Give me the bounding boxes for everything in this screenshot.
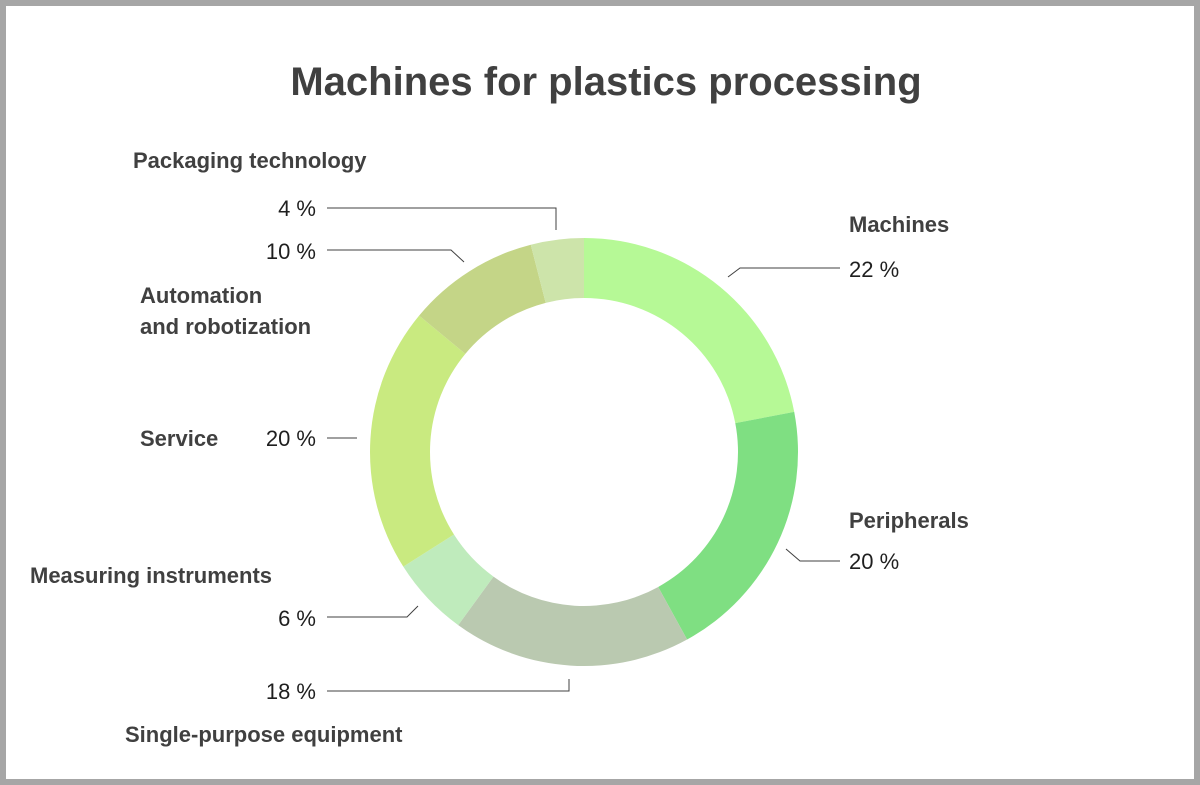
slice-name-peripherals: Peripherals [849,508,969,533]
slice-value-machines: 22 % [849,257,899,282]
slice-measuring-instruments [403,534,494,626]
slice-service [369,315,466,567]
slice-name-single-purpose-equipment: Single-purpose equipment [125,722,403,747]
chart-title: Machines for plastics processing [290,60,922,104]
slice-name-packaging-technology: Packaging technology [133,148,367,173]
slice-single-purpose-equipment [458,576,688,666]
slice-name-measuring-instruments: Measuring instruments [30,563,272,588]
slice-value-automation-and-robotization: 10 % [266,239,316,264]
leader-line-measuring-instruments [327,605,419,618]
slice-machines [584,238,795,424]
leader-line-packaging-technology [327,207,557,230]
leader-line-peripherals [785,548,840,562]
leader-lines [327,207,840,692]
slice-labels: Machines 22 % Peripherals 20 % Single-purpos… [30,148,969,747]
slice-value-peripherals: 20 % [849,549,899,574]
leader-line-automation-and-robotization [327,249,465,263]
donut-slices [369,238,798,666]
slice-automation-and-robotization [419,244,546,354]
slice-peripherals [658,411,798,640]
slice-name-machines: Machines [849,212,949,237]
leader-line-machines [727,267,840,278]
leader-line-single-purpose-equipment [327,679,570,692]
slice-value-single-purpose-equipment: 18 % [266,679,316,704]
slice-value-service: 20 % [266,426,316,451]
slice-packaging-technology [530,238,584,303]
slice-value-measuring-instruments: 6 % [278,606,316,631]
slice-value-packaging-technology: 4 % [278,196,316,221]
slice-name-service: Service [140,426,218,451]
